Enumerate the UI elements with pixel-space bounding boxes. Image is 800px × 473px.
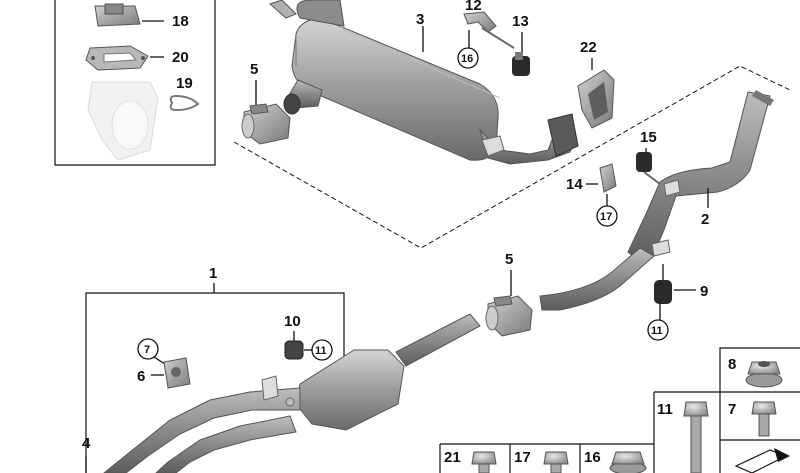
hardware-label-21: 21 — [444, 449, 461, 466]
hardware-label-7: 7 — [728, 401, 736, 418]
hardware-8-flange-nut — [745, 361, 783, 388]
callout-16 — [457, 47, 479, 69]
hardware-label-16: 16 — [584, 449, 601, 466]
front-group-bracket — [85, 292, 345, 473]
label-2: 2 — [701, 211, 709, 228]
part-14-bracket — [599, 163, 617, 193]
label-15: 15 — [640, 129, 657, 146]
part-13-rubber-mount — [512, 52, 530, 76]
callout-7-label: 7 — [144, 344, 150, 356]
callout-7 — [137, 338, 159, 360]
hardware-11-long-bolt — [683, 401, 709, 473]
label-22: 22 — [580, 39, 597, 56]
label-9: 9 — [700, 283, 708, 300]
callout-11-right — [647, 319, 669, 341]
part-6-bracket — [163, 357, 191, 389]
part-15-rubber-mount — [636, 152, 661, 185]
part-9-rubber-mount — [654, 264, 672, 304]
part-5-clamp-middle — [485, 295, 533, 337]
callout-11-left — [311, 339, 333, 361]
label-1: 1 — [209, 265, 217, 282]
part-12-hanger-bracket — [463, 11, 515, 49]
inset-box-flap-assembly: 18 20 19 — [54, 0, 216, 166]
label-4: 4 — [82, 435, 91, 452]
label-3: 3 — [416, 11, 424, 28]
callout-17 — [596, 205, 618, 227]
label-12: 12 — [465, 0, 482, 14]
part-19-wire-clip — [169, 94, 200, 112]
label-5-middle: 5 — [505, 251, 513, 268]
rear-group-dashed-outline — [233, 65, 791, 249]
hardware-label-11: 11 — [657, 401, 673, 418]
hardware-21-bolt — [471, 451, 497, 473]
part-22-tailpipe-trim — [577, 69, 615, 129]
callout-11-right-label: 11 — [651, 325, 663, 337]
label-19: 19 — [176, 75, 193, 92]
label-18: 18 — [172, 13, 189, 30]
hardware-7-bolt — [751, 401, 777, 437]
part-1-front-pipe-catalyst — [103, 313, 481, 473]
hardware-arrow-symbol — [734, 448, 790, 473]
part-20-gasket — [85, 45, 149, 71]
label-6: 6 — [137, 368, 145, 385]
hardware-label-17: 17 — [514, 449, 531, 466]
part-18-actuator — [94, 3, 141, 27]
label-10: 10 — [284, 313, 301, 330]
part-10-rubber-mount — [284, 340, 304, 360]
hardware-17-bolt — [543, 451, 569, 473]
label-20: 20 — [172, 49, 189, 66]
part-5-clamp-top — [241, 103, 291, 145]
hardware-label-8: 8 — [728, 356, 736, 373]
callout-17-label: 17 — [600, 211, 612, 223]
label-14: 14 — [566, 176, 583, 193]
hardware-table: 8 7 11 21 17 — [439, 347, 800, 473]
label-13: 13 — [512, 13, 529, 30]
part-flap-housing-faded — [87, 81, 159, 161]
hardware-16-nut — [609, 451, 647, 473]
part-2-intermediate-pipe — [539, 90, 774, 311]
label-5-top: 5 — [250, 61, 258, 78]
part-3-rear-silencer — [269, 0, 579, 165]
callout-11-left-label: 11 — [315, 345, 327, 357]
callout-16-label: 16 — [461, 53, 473, 65]
